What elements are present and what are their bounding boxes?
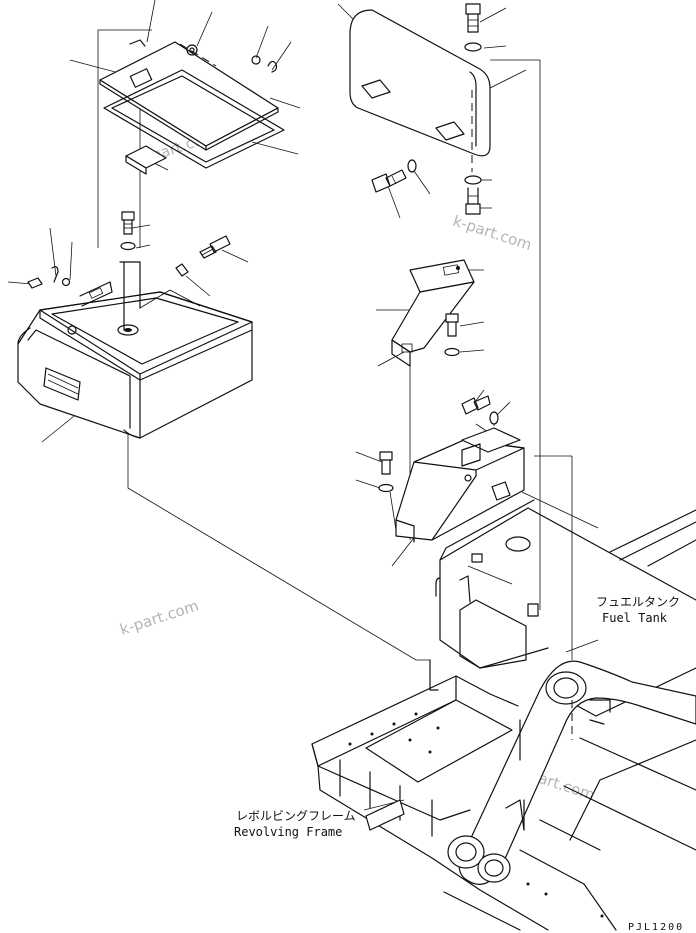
drawing-code: PJL1200 xyxy=(628,922,684,933)
fuel-tank-label-en: Fuel Tank xyxy=(602,611,668,625)
gasket xyxy=(103,69,285,169)
washer xyxy=(407,159,417,173)
washer xyxy=(120,241,136,251)
clip-parts-top xyxy=(251,55,278,73)
bolt-top-right xyxy=(465,3,481,33)
bolt-box-top xyxy=(121,211,135,235)
washer xyxy=(378,483,394,493)
watermark: k-part.com xyxy=(451,212,534,254)
bolt-lower-right xyxy=(465,187,481,215)
washer xyxy=(464,175,482,185)
bolt-bracket xyxy=(445,313,459,337)
alignment-lines xyxy=(97,29,573,661)
fuel-tank xyxy=(435,499,696,669)
bolt-side xyxy=(199,235,231,259)
bolt-unit-left xyxy=(379,451,393,475)
bracket-plate-small xyxy=(125,145,167,175)
clip-fasteners-box xyxy=(27,263,189,289)
cover-plate xyxy=(99,39,279,151)
fuel-tank-label-jp: フュエルタンク xyxy=(596,595,680,609)
storage-box xyxy=(17,261,253,439)
bolt-diagonal xyxy=(371,169,407,193)
revolving-frame-label-en: Revolving Frame xyxy=(234,825,342,839)
bolt-unit-top xyxy=(461,395,491,415)
lift-arm xyxy=(447,660,696,885)
washer xyxy=(444,347,460,357)
side-cover xyxy=(349,9,491,172)
revolving-frame-label-jp: レボルビングフレーム xyxy=(236,809,356,823)
electronic-unit xyxy=(395,418,525,543)
upper-bracket xyxy=(391,259,475,367)
washer xyxy=(464,42,482,52)
revolving-frame xyxy=(311,659,696,931)
watermark: k-part.com xyxy=(118,596,201,638)
washer xyxy=(489,411,499,425)
